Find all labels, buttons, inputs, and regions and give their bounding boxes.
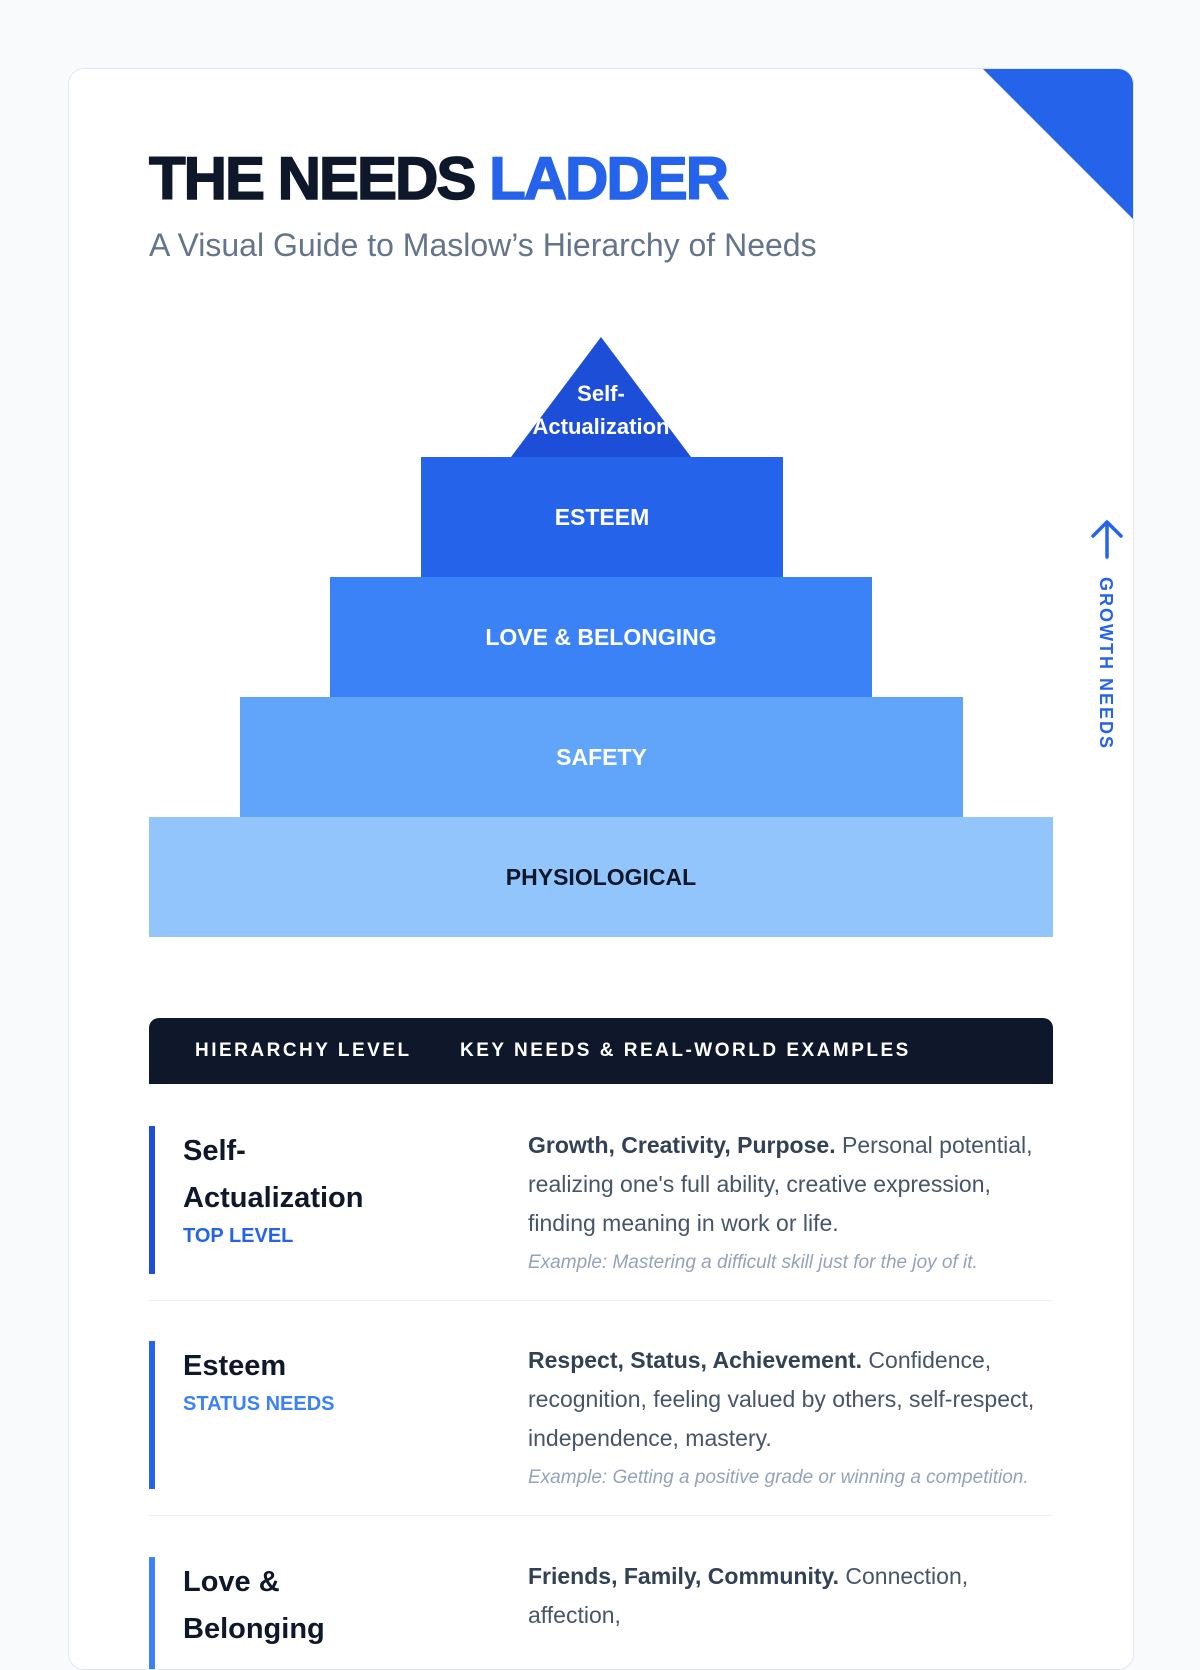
header-key-needs: KEY NEEDS & REAL-WORLD EXAMPLES [460, 1040, 911, 1061]
level-bar [149, 1126, 155, 1274]
table-row: Love & Belonging Friends, Family, Communi… [149, 1557, 1053, 1669]
pyramid-tier-self-actualization: Self- Actualization [511, 337, 691, 457]
level-bar [149, 1341, 155, 1489]
level-name-line2: Belonging [183, 1613, 325, 1645]
example-text: Example: Mastering a difficult skill jus… [528, 1252, 978, 1273]
level-name-line1: Self- [183, 1135, 246, 1167]
key-needs: Respect, Status, Achievement. [528, 1347, 863, 1373]
header-hierarchy-level: HIERARCHY LEVEL [195, 1040, 412, 1061]
page-subtitle: A Visual Guide to Maslow’s Hierarchy of … [149, 227, 817, 263]
pyramid-tier-physiological: PHYSIOLOGICAL [149, 817, 1053, 937]
needs-text: Confidence, recognition, feeling valued … [528, 1347, 1035, 1451]
corner-accent [983, 69, 1133, 219]
pyramid-tier-esteem: ESTEEM [421, 457, 783, 577]
level-description: Growth, Creativity, Purpose. Personal po… [528, 1126, 1058, 1283]
level-name-line1: Esteem [183, 1350, 287, 1382]
level-name-line1: Love & [183, 1566, 280, 1598]
level-name-line2: Actualization [183, 1182, 364, 1214]
level-bar [149, 1557, 155, 1669]
apex-label-2: Actualization [532, 414, 670, 439]
pyramid-tier-love: LOVE & BELONGING [330, 577, 872, 697]
growth-needs-label: GROWTH NEEDS [1096, 577, 1116, 751]
needs-text: Personal potential, realizing one's full… [528, 1132, 1033, 1236]
page-title: THE NEEDS LADDER [148, 148, 730, 210]
growth-needs-indicator: GROWTH NEEDS [1089, 519, 1125, 769]
guide-card: THE NEEDS LADDER A Visual Guide to Maslo… [68, 68, 1134, 1670]
row-divider [149, 1515, 1053, 1516]
row-divider [149, 1300, 1053, 1301]
level-tag: STATUS NEEDS [183, 1393, 335, 1415]
title-accent: LADDER [488, 145, 730, 212]
apex-label-1: Self- [577, 381, 625, 406]
key-needs: Friends, Family, Community. [528, 1563, 839, 1589]
arrow-up-icon [1091, 520, 1123, 559]
level-name: Love & Belonging [183, 1559, 413, 1653]
level-description: Respect, Status, Achievement. Confidence… [528, 1341, 1058, 1498]
level-description: Friends, Family, Community. Connection, … [528, 1557, 1058, 1635]
level-tag: TOP LEVEL [183, 1225, 294, 1247]
title-main: THE NEEDS [148, 145, 477, 212]
example-text: Example: Getting a positive grade or win… [528, 1467, 1029, 1488]
key-needs: Growth, Creativity, Purpose. [528, 1132, 836, 1158]
table-header: HIERARCHY LEVEL KEY NEEDS & REAL-WORLD E… [149, 1018, 1053, 1084]
pyramid-tier-safety: SAFETY [240, 697, 963, 817]
